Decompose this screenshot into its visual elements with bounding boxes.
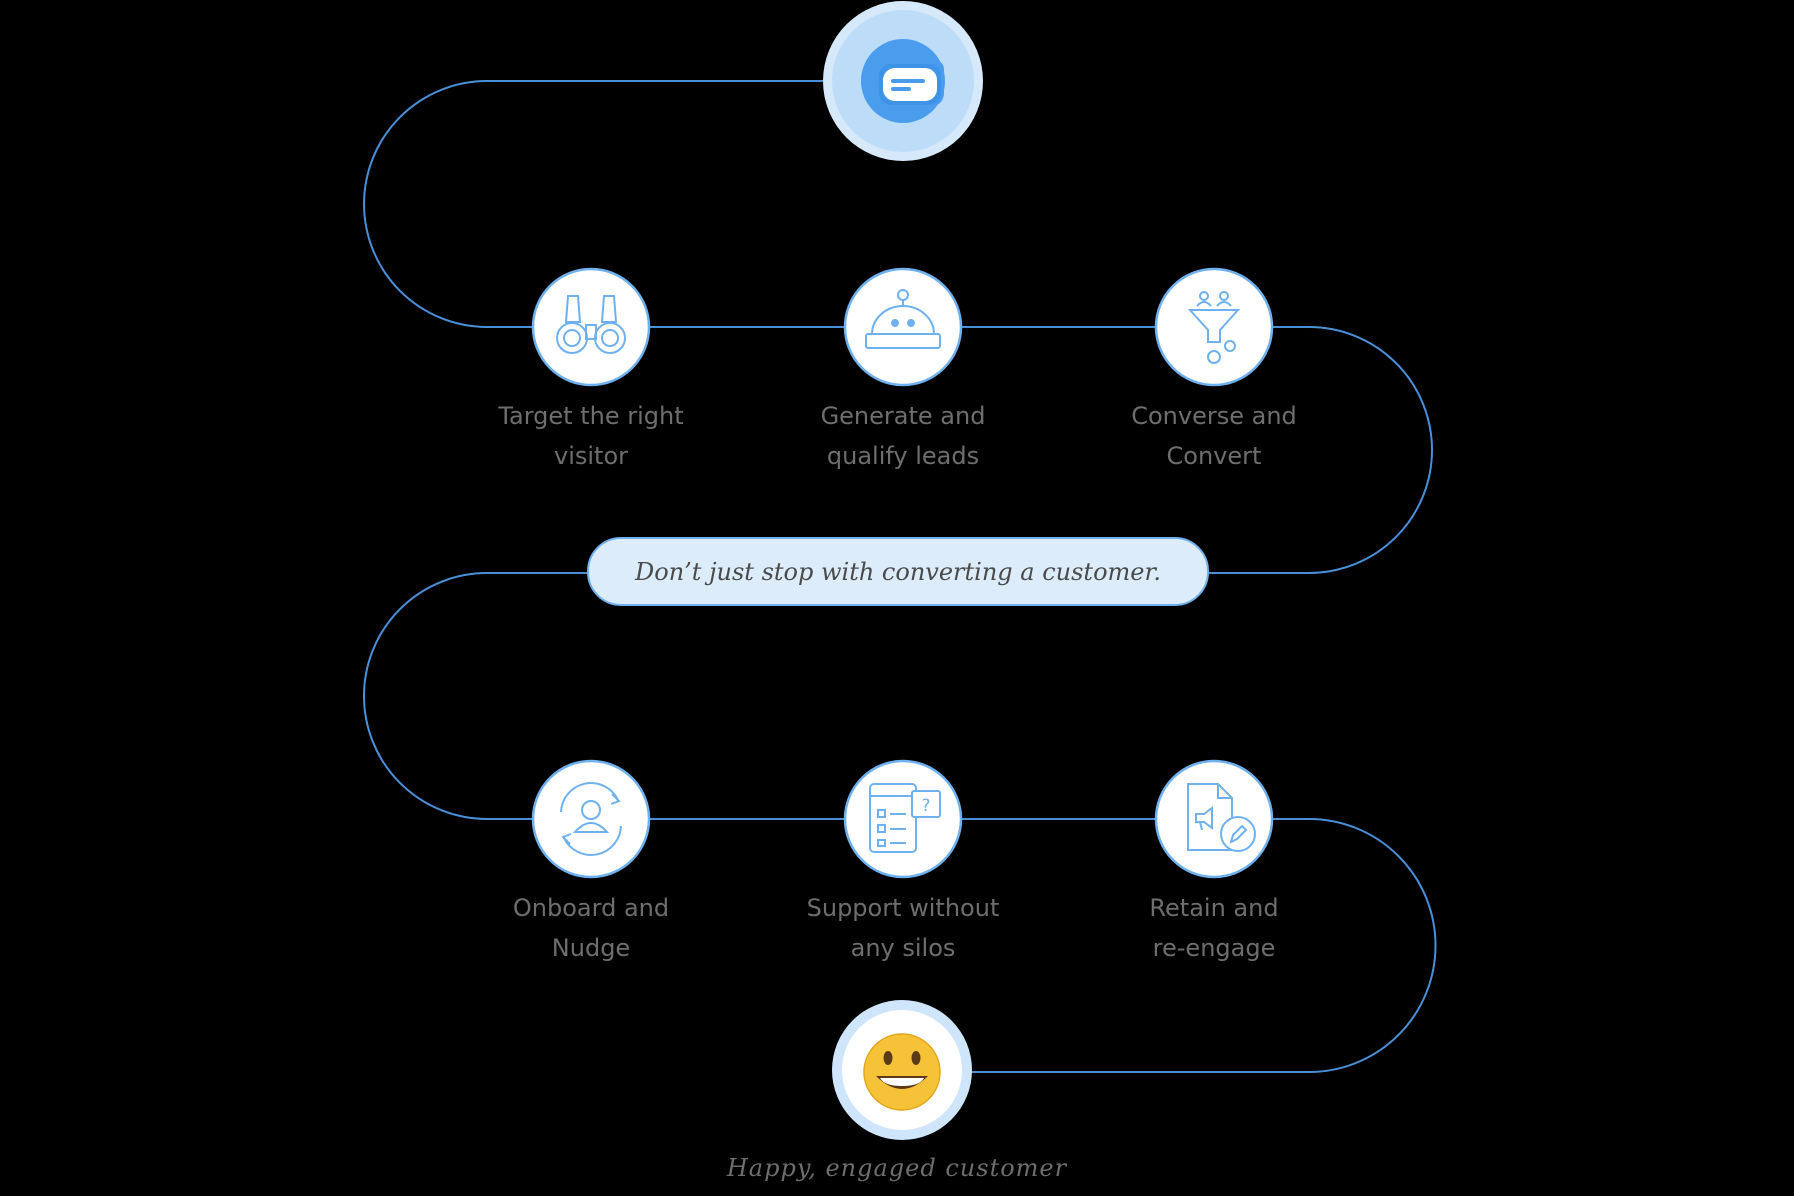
step-label-line: visitor [553, 442, 628, 470]
step-label-line: Retain and [1149, 894, 1279, 922]
bot-icon [865, 289, 941, 349]
funnel-icon [1187, 291, 1241, 364]
middle-note-pill: Don’t just stop with converting a custom… [587, 537, 1209, 606]
retain-document-icon [1187, 783, 1256, 852]
step-label-support: Support without any silos [773, 888, 1033, 968]
step-label-line: Nudge [551, 934, 631, 962]
step-label-line: any silos [850, 934, 956, 962]
step-label-line: re-engage [1152, 934, 1276, 962]
step-label-line: Target the right [498, 402, 684, 430]
end-caption: Happy, engaged customer [726, 1154, 1068, 1182]
support-helpdesk-icon: ? [869, 783, 941, 853]
step-label-line: qualify leads [826, 442, 980, 470]
step-label-retain: Retain and re-engage [1084, 888, 1344, 968]
step-label-leads: Generate and qualify leads [773, 396, 1033, 476]
svg-text:?: ? [921, 796, 930, 816]
step-label-onboard: Onboard and Nudge [461, 888, 721, 968]
journey-path [363, 80, 1437, 1073]
step-node-retain [1154, 759, 1274, 879]
step-node-support: ? [843, 759, 963, 879]
step-node-leads [843, 267, 963, 387]
step-node-target [531, 267, 651, 387]
start-node [823, 1, 983, 161]
step-node-onboard [531, 759, 651, 879]
binoculars-icon [556, 295, 626, 354]
step-label-line: Converse and [1131, 402, 1297, 430]
onboard-user-icon [560, 782, 622, 856]
step-label-convert: Converse and Convert [1084, 396, 1344, 476]
smiley-face-icon [863, 1033, 941, 1111]
step-label-line: Generate and [820, 402, 986, 430]
step-node-convert [1154, 267, 1274, 387]
step-label-target: Target the right visitor [461, 396, 721, 476]
step-label-line: Onboard and [512, 894, 670, 922]
end-node [832, 1000, 972, 1140]
chat-bubble-icon [878, 61, 944, 106]
step-label-line: Support without [806, 894, 1000, 922]
step-label-line: Convert [1166, 442, 1262, 470]
